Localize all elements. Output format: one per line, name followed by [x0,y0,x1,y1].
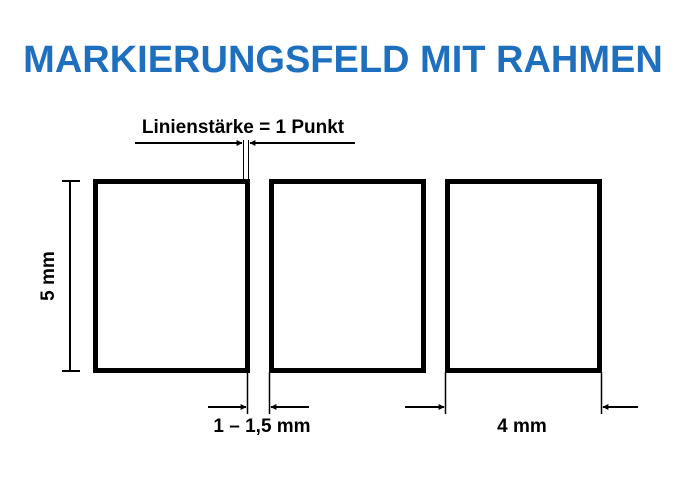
marking-box-2 [269,179,426,373]
height-dimension: 5 mm [38,180,80,372]
width-dimension: 4 mm [405,372,638,437]
line-width-label: Linienstärke = 1 Punkt [142,117,345,138]
marking-box-1 [93,179,250,373]
height-label: 5 mm [38,251,59,301]
gap-label: 1 – 1,5 mm [213,416,310,437]
diagram-title: MARKIERUNGSFELD MIT RAHMEN [23,39,663,81]
gap-dimension: 1 – 1,5 mm [208,372,311,437]
line-width-indicator: Linienstärke = 1 Punkt [135,117,355,181]
width-label: 4 mm [497,416,547,437]
marking-box-3 [445,179,602,373]
marking-boxes [93,179,602,373]
